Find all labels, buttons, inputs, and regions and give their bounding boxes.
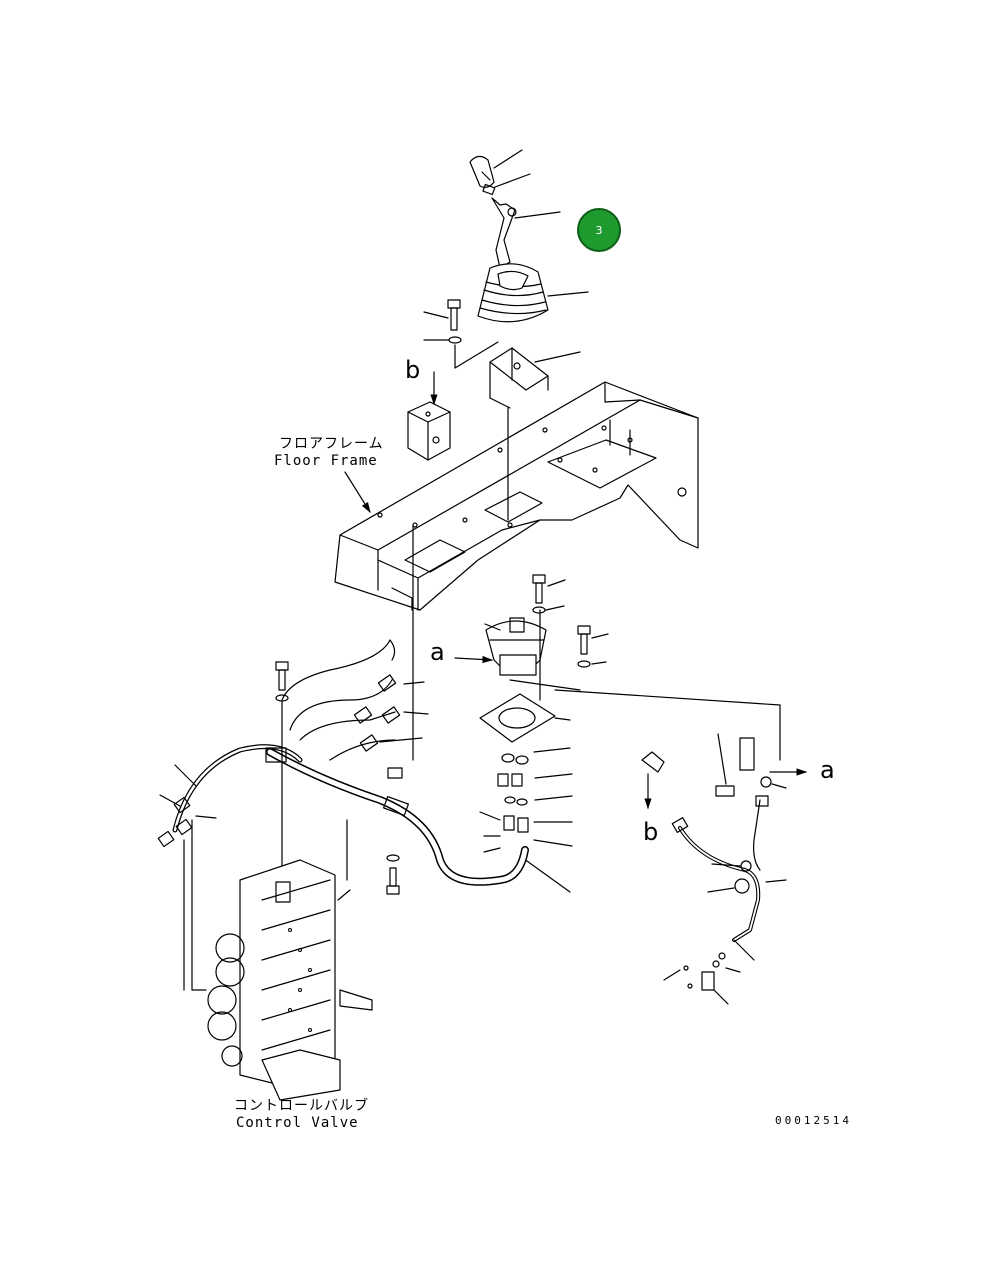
floor-frame xyxy=(334,381,699,611)
lever-bracket xyxy=(489,347,549,409)
view-a-arrow-label: a xyxy=(820,756,836,784)
adapter xyxy=(715,737,755,797)
clamp xyxy=(265,747,409,817)
elbow-fitting xyxy=(641,751,665,773)
mounting-plate xyxy=(479,693,556,743)
leader-line xyxy=(514,211,561,219)
hose-fittings xyxy=(479,747,573,893)
washer xyxy=(448,336,462,344)
bolt xyxy=(275,661,289,691)
block-part xyxy=(407,401,451,461)
drawing-number: 00012514 xyxy=(775,1114,852,1127)
lever-nut xyxy=(482,183,496,196)
floor-frame-label-en: Floor Frame xyxy=(274,453,378,469)
connectors xyxy=(157,674,429,848)
lever-rod xyxy=(491,197,517,269)
callout-badge[interactable]: 3 xyxy=(577,208,621,252)
right-hose xyxy=(671,795,769,942)
view-b-label: b xyxy=(405,356,422,384)
view-b-arrow-label: b xyxy=(643,818,660,846)
leader-line xyxy=(494,173,531,188)
control-valve-label-jp: コントロールバルブ xyxy=(234,1098,369,1114)
bolt xyxy=(532,574,546,604)
bolt xyxy=(386,867,400,895)
bolt xyxy=(577,625,591,655)
hose-harness xyxy=(172,639,529,886)
bolt xyxy=(447,299,461,331)
floor-frame-label-jp: フロアフレーム xyxy=(279,436,384,452)
view-a-label: a xyxy=(430,638,446,666)
lever-boot xyxy=(477,263,549,323)
sensor xyxy=(683,952,726,991)
leader-line xyxy=(493,149,523,169)
ppc-valve xyxy=(485,617,547,676)
control-valve-label-en: Control Valve xyxy=(236,1115,359,1131)
lever-knob xyxy=(469,155,495,188)
control-valve xyxy=(207,859,373,1101)
